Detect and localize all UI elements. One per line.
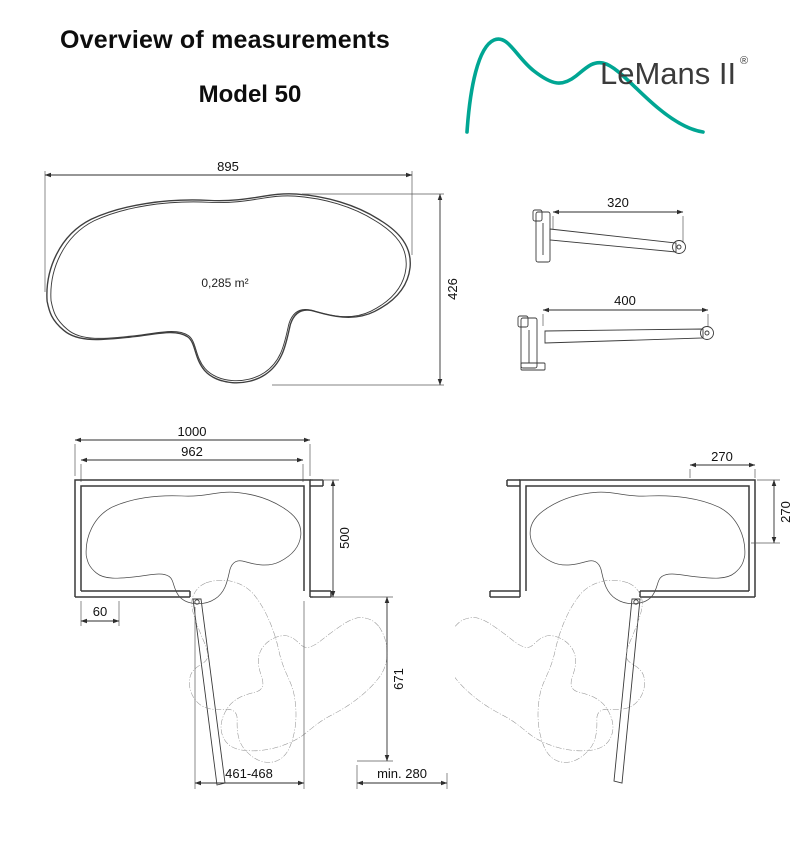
door-open	[192, 598, 226, 786]
left-installation-plan: 1000 962 500	[74, 425, 448, 789]
dim-shelf-width: 895	[44, 159, 413, 292]
dim-label-depth: 500	[337, 527, 352, 549]
dim-blind-offset: 60	[80, 601, 120, 626]
dim-label-upper-arm: 320	[607, 195, 629, 210]
dim-label-shelf-width: 895	[217, 159, 239, 174]
dim-depth: 500	[313, 479, 393, 598]
shelf-positions	[455, 491, 746, 779]
dim-label-blind-width: 270	[711, 449, 733, 464]
dim-label-shelf-depth: 426	[445, 278, 460, 300]
shelf-outline-drawing: 895 0,285 m² 426	[44, 159, 460, 386]
logo-swoosh-icon	[465, 37, 705, 134]
dim-door-width: 461-468	[194, 601, 305, 789]
dim-label-outer-width: 1000	[178, 425, 207, 439]
dim-shelf-depth: 426	[272, 193, 460, 386]
dim-label-extension-depth: 671	[391, 668, 406, 690]
model-subtitle: Model 50	[198, 81, 302, 108]
dim-blind-width: 270	[689, 449, 756, 478]
dim-min-clearance: min. 280	[356, 765, 448, 789]
dim-side-depth: 270	[751, 479, 793, 544]
dim-label-lower-arm: 400	[614, 293, 636, 308]
title-block: Overview of measurements Model 50	[60, 26, 440, 109]
dim-inner-width: 962	[80, 444, 304, 482]
dim-label-door-width: 461-468	[225, 766, 273, 781]
dim-label-blind-offset: 60	[93, 604, 107, 619]
cabinet-carcass	[489, 479, 756, 598]
dim-extension-depth: 671	[357, 596, 406, 762]
right-installation-plan: 270 270	[455, 449, 793, 784]
shelf-area-label: 0,285 m²	[201, 276, 248, 290]
lower-arm-drawing	[517, 315, 714, 371]
brand-logo: LeMans II ®	[465, 37, 748, 134]
registered-mark: ®	[740, 55, 748, 67]
cabinet-carcass	[74, 479, 332, 598]
arms-drawing: 320 400	[517, 195, 714, 371]
brand-name: LeMans II	[600, 56, 736, 91]
dim-label-inner-width: 962	[181, 444, 203, 459]
shelf-shape: 0,285 m²	[46, 193, 411, 384]
dim-lower-arm: 400	[542, 293, 709, 327]
dim-label-side-depth: 270	[778, 501, 793, 523]
dim-label-min-clearance: min. 280	[377, 766, 427, 781]
dim-upper-arm: 320	[552, 195, 684, 243]
dim-outer-width: 1000	[74, 425, 311, 476]
page-title: Overview of measurements	[60, 26, 390, 54]
upper-arm-drawing	[532, 209, 686, 263]
shelf-positions	[85, 491, 408, 779]
door-open	[613, 598, 641, 784]
